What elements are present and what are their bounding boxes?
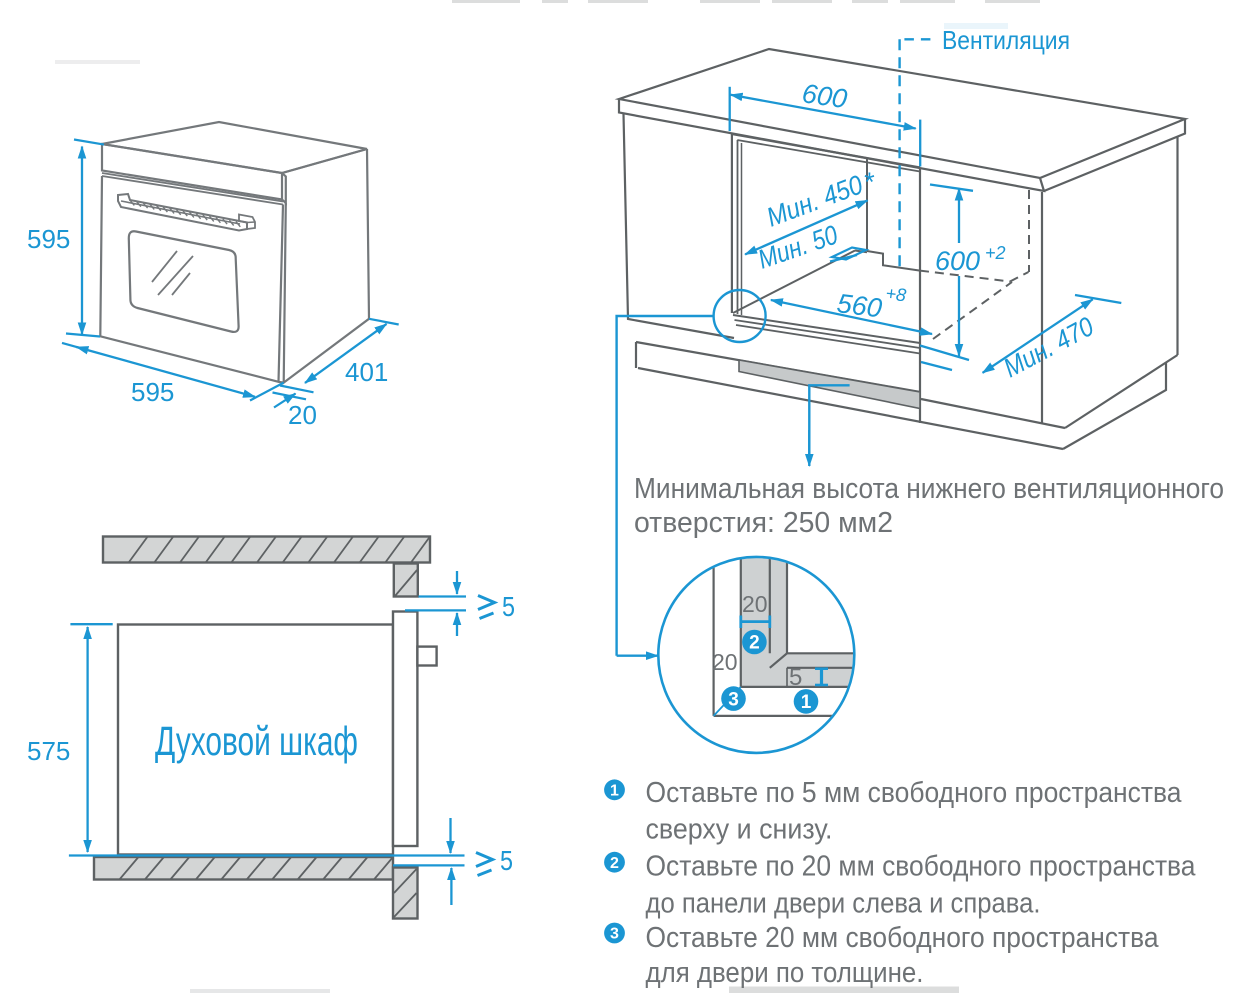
svg-text:3: 3 [728,689,739,710]
svg-text:20: 20 [742,591,768,617]
svg-text:до панели двери слева и справа: до панели двери слева и справа. [646,887,1041,919]
svg-text:сверху и снизу.: сверху и снизу. [646,814,833,846]
svg-text:560: 560 [835,288,883,323]
svg-text:2: 2 [749,633,760,654]
svg-text:Оставьте 20 мм свободного прос: Оставьте 20 мм свободного пространства [646,922,1160,954]
svg-text:401: 401 [345,357,388,387]
svg-text:Минимальная высота нижнего вен: Минимальная высота нижнего вентиляционно… [634,473,1224,505]
svg-text:1: 1 [610,782,619,799]
svg-text:для двери по толщине.: для двери по толщине. [646,957,924,989]
svg-text:3: 3 [610,926,619,943]
svg-text:5: 5 [502,591,515,622]
svg-text:600: 600 [935,246,980,276]
svg-text:575: 575 [27,736,70,766]
svg-text:595: 595 [131,377,174,407]
svg-text:Оставьте по 20 мм свободного п: Оставьте по 20 мм свободного пространств… [646,851,1197,883]
svg-text:5: 5 [789,664,802,691]
svg-text:+8: +8 [885,283,908,305]
svg-text:2: 2 [610,855,619,872]
svg-text:Вентиляция: Вентиляция [942,25,1070,55]
svg-text:5: 5 [500,845,513,876]
svg-text:Духовой шкаф: Духовой шкаф [155,718,358,764]
svg-text:*: * [863,167,875,197]
svg-text:595: 595 [27,224,70,254]
svg-text:+2: +2 [985,243,1006,263]
svg-text:20: 20 [288,400,317,430]
svg-text:отверстия: 250 мм2: отверстия: 250 мм2 [634,507,893,539]
svg-text:1: 1 [801,692,812,713]
svg-text:Оставьте по 5 мм свободного пр: Оставьте по 5 мм свободного пространства [646,777,1183,809]
svg-text:600: 600 [800,78,849,114]
svg-text:20: 20 [712,649,738,675]
